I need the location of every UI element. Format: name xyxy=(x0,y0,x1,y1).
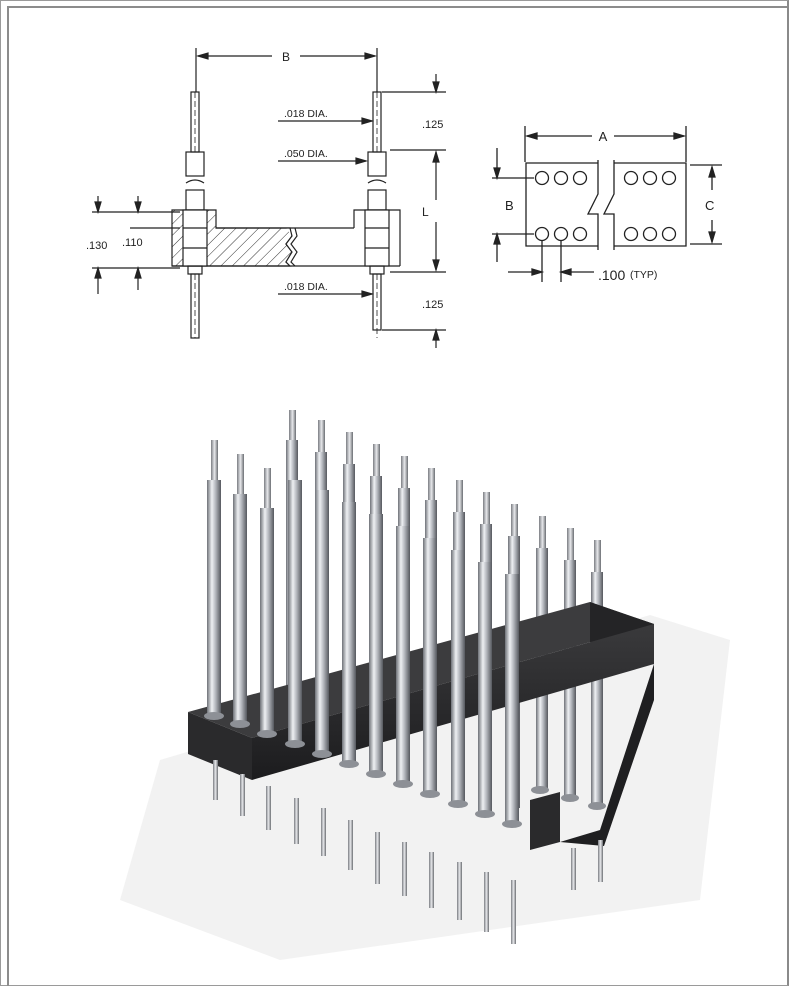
sleeve-dia-label: .050 DIA. xyxy=(284,148,328,160)
back-pin-rings xyxy=(531,786,606,810)
socket-body-top xyxy=(188,602,654,738)
top-dim-c-label: C xyxy=(705,198,714,213)
frame-left-edge xyxy=(7,6,9,986)
bottom-pin-dia-label: .018 DIA. xyxy=(284,281,328,293)
top-view xyxy=(492,126,722,282)
top-dim-b-label: B xyxy=(505,198,514,213)
pitch-note-label: (TYP) xyxy=(630,269,657,281)
front-row-pins xyxy=(204,440,522,828)
bottom-pin-length-label: .125 xyxy=(422,299,443,311)
top-pin-dia-label: .018 DIA. xyxy=(284,108,328,120)
body-height-inner-label: .110 xyxy=(122,237,143,249)
top-dim-a-label: A xyxy=(599,129,608,144)
frame-top-edge xyxy=(7,6,787,8)
bottom-pins xyxy=(213,760,603,944)
socket-body-front xyxy=(188,712,252,780)
dip-socket-render xyxy=(120,410,730,960)
pitch-label: .100 xyxy=(598,267,625,283)
body-height-outer-label: .130 xyxy=(86,240,107,252)
top-pin-length-label: .125 xyxy=(422,119,443,131)
side-view xyxy=(92,48,446,348)
side-dim-b-label: B xyxy=(282,50,290,64)
dim-l-label: L xyxy=(422,205,429,219)
technical-drawing: B .018 DIA. .050 DIA. .018 DIA. .125 L .… xyxy=(86,48,722,348)
